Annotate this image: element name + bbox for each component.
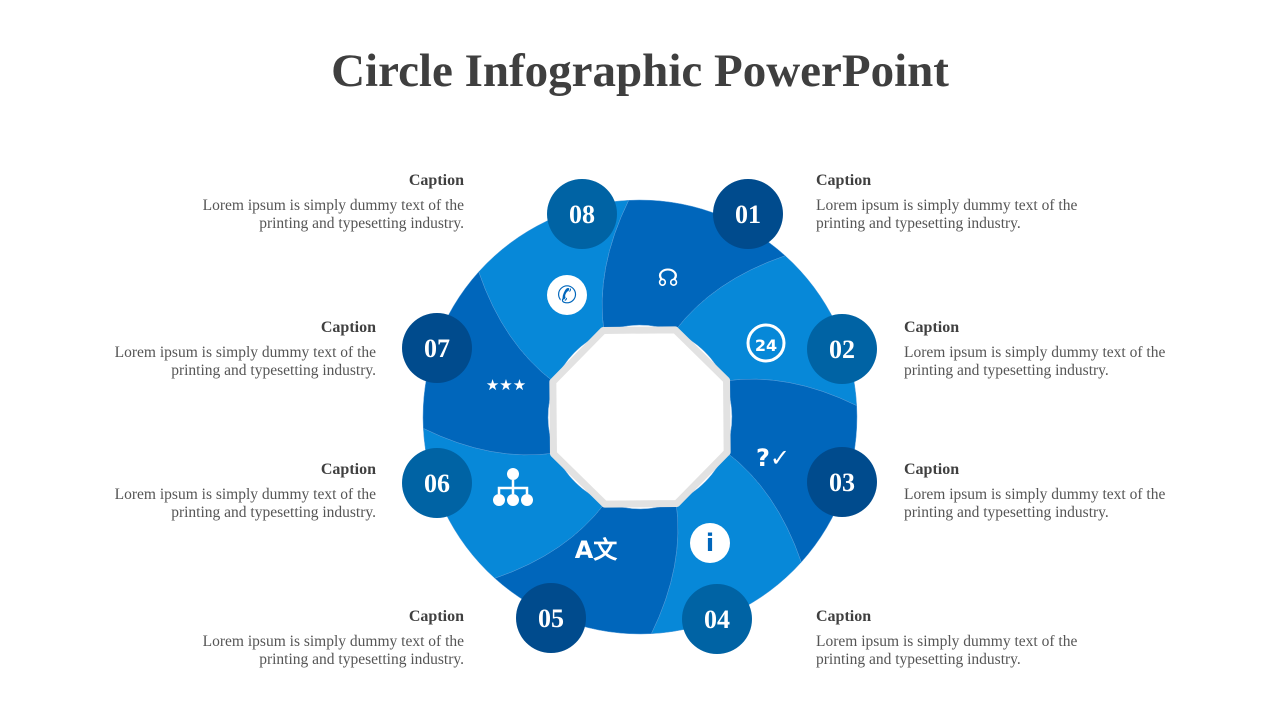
info-headset-icon: i [690,523,730,563]
svg-text:07: 07 [424,334,450,363]
number-badge-07: 07 [402,313,472,383]
description: Lorem ipsum is simply dummy text of the … [202,197,464,232]
caption: Caption [320,319,376,336]
number-badge-08: 08 [547,179,617,249]
number-badge-05: 05 [516,583,586,653]
caption: Caption [904,461,960,478]
translate-icon: A文 [575,536,619,564]
svg-text:✆: ✆ [557,281,577,309]
caption: Caption [904,319,960,336]
svg-text:★★★: ★★★ [486,376,526,394]
number-badge-01: 01 [713,179,783,249]
caption: Caption [408,608,464,625]
caption: Caption [816,608,872,625]
svg-text:24: 24 [755,336,777,355]
caption: Caption [320,461,376,478]
question-answer-icon: ?✓ [756,444,790,472]
svg-text:05: 05 [538,604,564,633]
center-octagon [549,326,731,508]
caption: Caption [816,172,872,189]
number-badge-02: 02 [807,314,877,384]
24-hours-icon: 24 [746,323,786,363]
svg-text:A文: A文 [575,536,619,564]
description: Lorem ipsum is simply dummy text of the … [816,197,1078,232]
support-agent-icon: ☊ [657,264,678,292]
number-badge-04: 04 [682,584,752,654]
svg-text:i: i [706,529,714,557]
svg-text:01: 01 [735,200,761,229]
svg-text:☊: ☊ [657,264,678,292]
customer-rating-icon: ★★★ [486,376,526,394]
description: Lorem ipsum is simply dummy text of the … [904,344,1166,379]
svg-text:03: 03 [829,468,855,497]
description: Lorem ipsum is simply dummy text of the … [114,486,376,521]
page-title: Circle Infographic PowerPoint [331,45,949,97]
number-badge-03: 03 [807,447,877,517]
number-badge-06: 06 [402,448,472,518]
svg-text:02: 02 [829,335,855,364]
svg-text:08: 08 [569,200,595,229]
hierarchy-icon [493,468,533,506]
description: Lorem ipsum is simply dummy text of the … [904,486,1166,521]
caption: Caption [408,172,464,189]
description: Lorem ipsum is simply dummy text of the … [816,633,1078,668]
svg-text:04: 04 [704,605,730,634]
phone-chat-icon: ✆ [547,275,587,315]
description: Lorem ipsum is simply dummy text of the … [202,633,464,668]
svg-text:?✓: ?✓ [756,444,790,472]
svg-text:06: 06 [424,469,450,498]
description: Lorem ipsum is simply dummy text of the … [114,344,376,379]
